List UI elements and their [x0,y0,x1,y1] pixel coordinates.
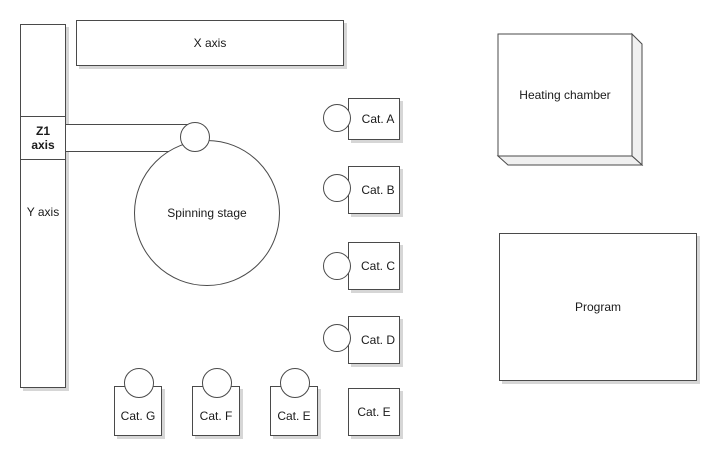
program-box: Program [499,233,697,381]
cat-station-g-vial [124,368,154,398]
cat-station-c: Cat. C [348,242,400,290]
z1-axis-box: Z1 axis [20,116,66,160]
cat-station-c-label: Cat. C [360,259,395,273]
cat-station-a: Cat. A [348,98,400,140]
cat-station-b-vial [323,174,351,202]
cat-station-g-label: Cat. G [120,409,156,423]
cat-station-d-label: Cat. D [360,333,395,347]
y-axis-rail: Y axis [20,24,66,388]
cat-station-b-label: Cat. B [361,183,395,197]
cat-station-f-vial [202,368,232,398]
x-axis-rail: X axis [76,20,344,66]
spinning-stage: Spinning stage [134,140,280,286]
spinning-stage-label: Spinning stage [167,206,247,220]
z1-arm [64,124,194,152]
y-axis-label: Y axis [26,205,60,219]
cat-station-f-label: Cat. F [199,409,233,423]
x-axis-label: X axis [193,36,227,50]
cat-station-e-right-label: Cat. E [357,405,391,419]
cat-station-a-vial [323,104,351,132]
cat-station-c-vial [323,252,351,280]
heating-chamber-shape [496,32,644,167]
arm-gripper [180,122,210,152]
cat-station-a-label: Cat. A [361,112,395,126]
cat-station-b: Cat. B [348,166,400,214]
cat-station-d-vial [323,324,351,352]
cat-station-e-bottom-vial [280,368,310,398]
cat-station-e-right: Cat. E [348,388,400,436]
program-label: Program [574,300,621,314]
cat-station-d: Cat. D [348,316,400,364]
z1-axis-label: Z1 axis [31,124,55,152]
heating-chamber-label: Heating chamber [519,88,611,102]
cat-station-e-bottom-label: Cat. E [277,409,311,423]
